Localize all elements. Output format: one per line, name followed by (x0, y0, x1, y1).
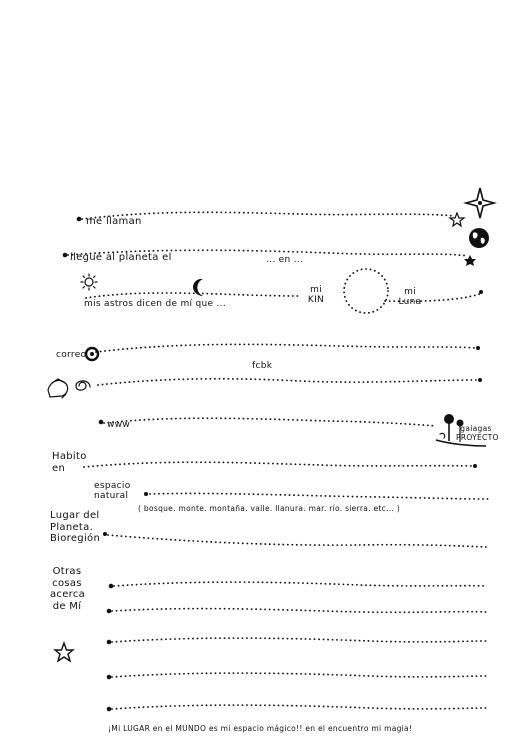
kin-label: mi KIN (307, 285, 325, 306)
other-bullet-4 (106, 674, 112, 680)
other-bullet-1 (108, 583, 114, 589)
natural-space-bullet (144, 492, 148, 496)
planet-date-line[interactable] (67, 249, 469, 257)
stars-line[interactable] (85, 292, 301, 299)
bioregion-label: Lugar del Planeta. Bioregión (50, 510, 101, 544)
email-line[interactable] (95, 343, 477, 353)
bioregion-bullet (103, 532, 107, 536)
planet-label: llegué al planeta el (70, 252, 172, 263)
email-label: correo (56, 350, 87, 360)
sun-icon (80, 273, 98, 291)
facebook-line[interactable] (97, 377, 479, 386)
name-bullet (76, 216, 82, 222)
other-things-label: Otras cosas acerca de Mí (50, 566, 86, 612)
other-line-4[interactable] (111, 672, 489, 678)
earth-globe-icon (469, 228, 489, 248)
bioregion-line[interactable] (107, 534, 487, 548)
snail-mail-icon (47, 378, 91, 399)
natural-space-line[interactable] (149, 492, 489, 500)
tree-logo-icon (435, 414, 487, 447)
other-bullet-5 (106, 706, 112, 712)
other-line-1[interactable] (113, 581, 487, 587)
moon-line[interactable] (384, 293, 481, 303)
star-icon (448, 211, 466, 228)
natural-space-label: espacio natural (94, 481, 131, 502)
star-outline-icon (53, 640, 75, 663)
facebook-label: fcbk (252, 361, 273, 371)
other-line-3[interactable] (111, 637, 489, 643)
email-end-bullet (476, 346, 480, 350)
name-label: me llaman (86, 216, 142, 227)
habitat-end-bullet (473, 464, 477, 468)
logo-text: gaiagas PROYECTO (456, 424, 499, 442)
natural-space-examples: ( bosque. monte. montaña. valle. llanura… (138, 504, 401, 513)
star-icon (464, 255, 476, 266)
stars-label: mis astros dicen de mí que ... (84, 299, 227, 309)
other-bullet-3 (106, 639, 112, 645)
habitat-label: Habito en (52, 451, 87, 474)
sparkle-star-icon (462, 187, 498, 219)
date-en-label: ... en ... (266, 255, 304, 265)
web-bullet (98, 419, 104, 425)
habitat-line[interactable] (83, 461, 473, 468)
crescent-moon-icon (193, 278, 203, 296)
footer-text: ¡Mi LUGAR en el MUNDO es mi espacio mági… (108, 724, 413, 733)
other-line-2[interactable] (111, 607, 487, 614)
facebook-end-bullet (478, 378, 482, 382)
moon-label: mi Luna (398, 287, 422, 308)
stars-end-bullet (479, 290, 483, 294)
full-moon-circle-icon (343, 268, 389, 314)
web-label: www (107, 420, 130, 430)
email-at-icon (84, 346, 100, 362)
web-line[interactable] (103, 417, 437, 427)
planet-bullet (62, 252, 68, 258)
other-line-5[interactable] (111, 704, 489, 710)
other-bullet-2 (106, 608, 112, 614)
